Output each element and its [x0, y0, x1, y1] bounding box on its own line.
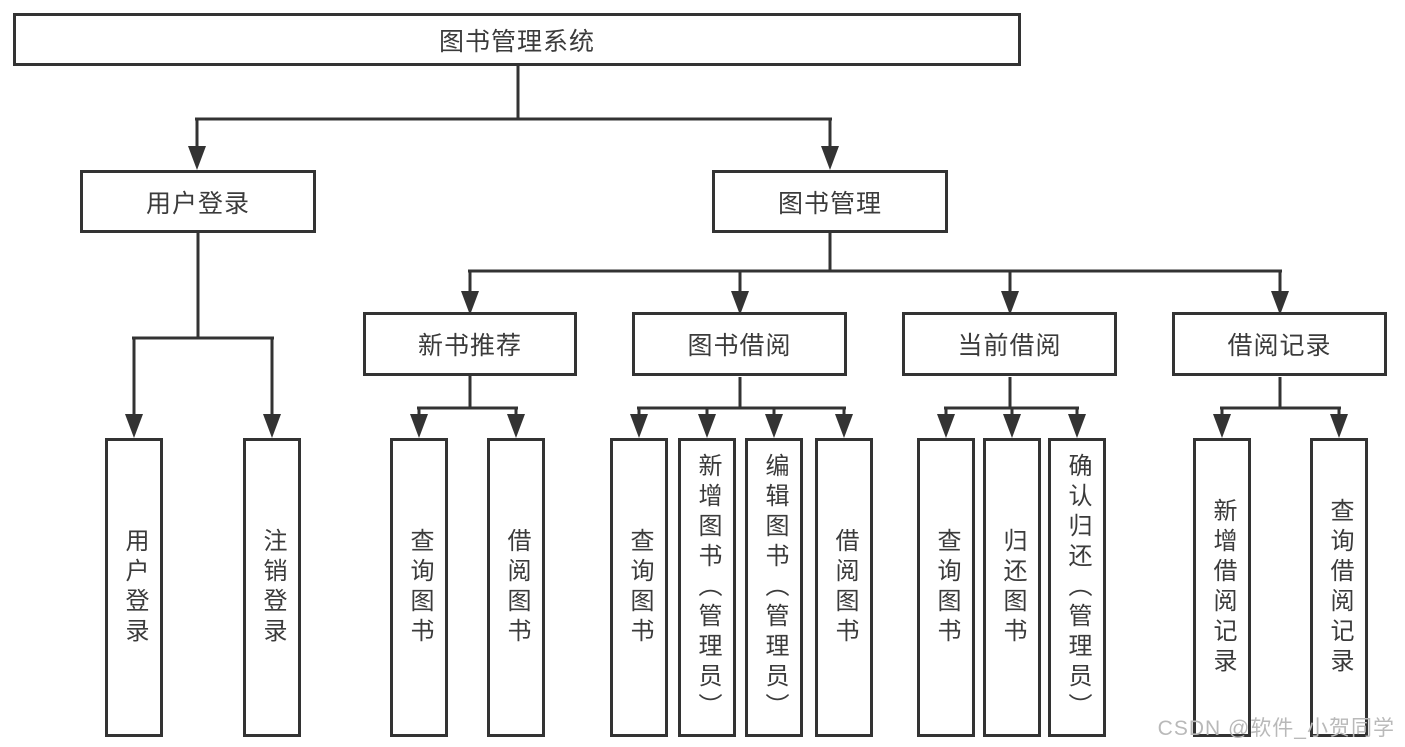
leaf-user-login: 用户登录	[105, 438, 163, 737]
node-book-management: 图书管理	[712, 170, 948, 233]
node-current-borrow: 当前借阅	[902, 312, 1117, 376]
leaf-label: 确认归还（管理员）	[1064, 452, 1091, 723]
leaf-add-borrow-record: 新增借阅记录	[1193, 438, 1251, 737]
leaf-label: 归还图书	[999, 527, 1026, 648]
leaf-confirm-return-admin: 确认归还（管理员）	[1048, 438, 1106, 737]
arrowheads	[125, 146, 1348, 438]
leaf-query-books-current: 查询图书	[917, 438, 975, 737]
node-label: 用户登录	[145, 189, 250, 218]
leaf-return-books: 归还图书	[983, 438, 1041, 737]
leaf-query-books-borrow: 查询图书	[610, 438, 668, 737]
leaf-label: 查询借阅记录	[1326, 497, 1353, 678]
node-borrow-records: 借阅记录	[1172, 312, 1387, 376]
node-label: 图书管理系统	[438, 27, 595, 56]
node-user-login: 用户登录	[80, 170, 316, 233]
node-new-book-recommend: 新书推荐	[363, 312, 577, 376]
leaf-query-books-recommend: 查询图书	[390, 438, 448, 737]
leaf-label: 编辑图书（管理员）	[761, 452, 788, 723]
leaf-borrow-books-recommend: 借阅图书	[487, 438, 545, 737]
node-label: 图书借阅	[687, 332, 792, 360]
leaf-label: 用户登录	[121, 527, 148, 648]
node-root-system: 图书管理系统	[13, 13, 1021, 66]
leaf-label: 新增借阅记录	[1209, 497, 1236, 678]
node-book-borrow: 图书借阅	[632, 312, 847, 376]
leaf-label: 新增图书（管理员）	[694, 452, 721, 723]
leaf-label: 查询图书	[406, 527, 433, 648]
leaf-label: 注销登录	[259, 527, 286, 648]
leaf-label: 借阅图书	[831, 527, 858, 648]
node-label: 当前借阅	[957, 332, 1062, 360]
leaf-label: 查询图书	[626, 527, 653, 648]
node-label: 新书推荐	[417, 332, 522, 360]
leaf-label: 查询图书	[933, 527, 960, 648]
leaf-add-book-admin: 新增图书（管理员）	[678, 438, 736, 737]
node-label: 图书管理	[777, 189, 882, 218]
leaf-logout: 注销登录	[243, 438, 301, 737]
node-label: 借阅记录	[1227, 332, 1332, 360]
csdn-watermark: CSDN @软件_小贺同学	[1157, 717, 1395, 740]
leaf-edit-book-admin: 编辑图书（管理员）	[745, 438, 803, 737]
leaf-label: 借阅图书	[503, 527, 530, 648]
leaf-query-borrow-record: 查询借阅记录	[1310, 438, 1368, 737]
leaf-borrow-books-borrow: 借阅图书	[815, 438, 873, 737]
